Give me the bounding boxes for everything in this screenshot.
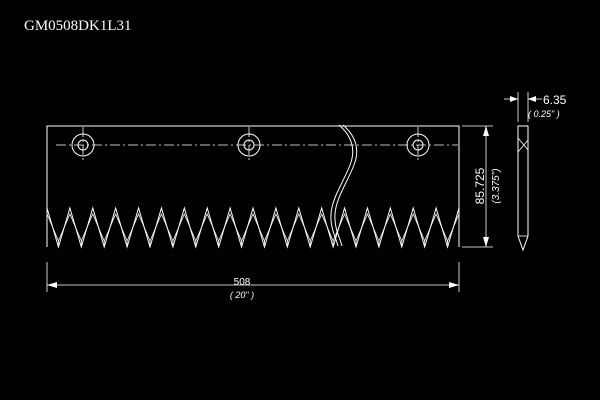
length-arrow-right — [449, 282, 459, 288]
side-bevel-top — [517, 137, 529, 151]
mounting-hole — [71, 127, 95, 163]
part-number-title: GM0508DK1L31 — [24, 18, 132, 34]
thickness-arrow-left — [510, 96, 518, 102]
tooth-edge-outer — [46, 206, 460, 249]
blade-side-view — [517, 125, 529, 252]
break-line — [330, 124, 354, 247]
break-line-2 — [334, 124, 358, 247]
height-dimension: 85.725 (3.375") — [462, 125, 502, 248]
thickness-mm-label: 6.35 — [543, 93, 567, 107]
mounting-hole — [406, 127, 430, 163]
side-bevel-cross — [517, 139, 529, 153]
thickness-in-label: ( 0.25" ) — [528, 109, 560, 119]
length-in-label: ( 20" ) — [230, 290, 254, 300]
blade-outline — [46, 125, 460, 247]
mounting-hole — [237, 127, 261, 163]
length-arrow-left — [47, 282, 57, 288]
side-profile-outline — [517, 125, 529, 252]
thickness-arrow-right — [528, 96, 536, 102]
height-arrow-bottom — [483, 237, 489, 247]
blade-front-view — [46, 124, 460, 249]
mounting-holes — [71, 127, 430, 163]
height-in-label: (3.375") — [491, 168, 502, 203]
tooth-edge-bevel — [46, 212, 460, 243]
blade-teeth — [46, 206, 460, 249]
thickness-dimension: 6.35 ( 0.25" ) — [504, 92, 567, 122]
height-arrow-top — [483, 126, 489, 136]
length-mm-label: 508 — [234, 277, 251, 288]
height-mm-label: 85.725 — [473, 167, 487, 204]
length-dimension: 508 ( 20" ) — [46, 262, 460, 300]
